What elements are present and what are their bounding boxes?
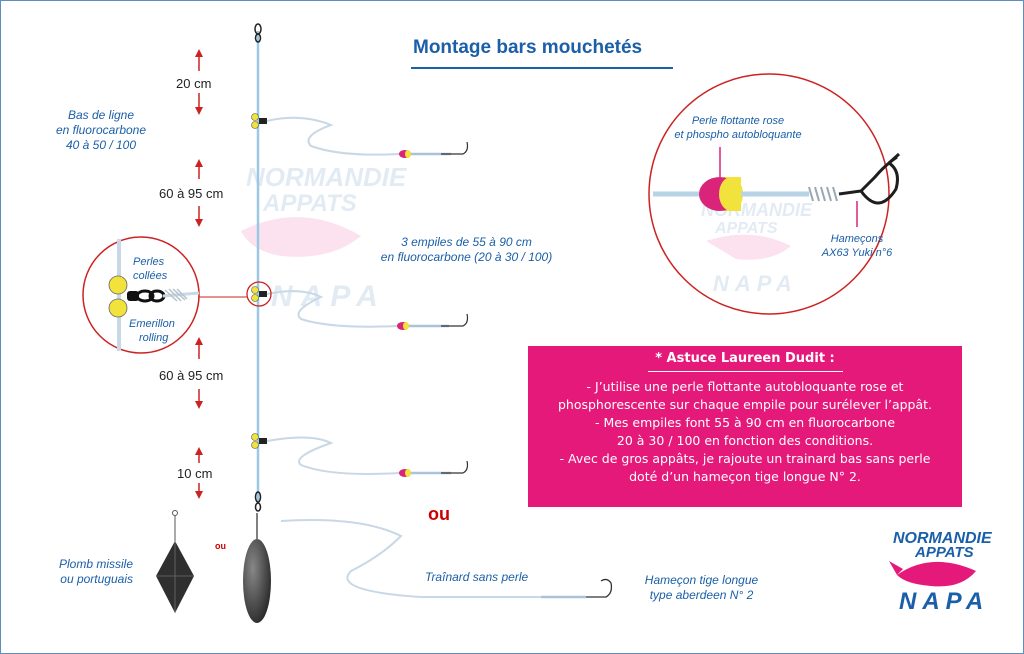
napa-logo: NORMANDIE APPATS NAPA — [889, 530, 993, 615]
trailer-line — [280, 519, 613, 599]
swivel-zoom — [82, 236, 200, 354]
tip-box: * Astuce Laureen Dudit : - J’utilise une… — [528, 346, 962, 507]
tip-divider — [647, 371, 843, 372]
missile-sinker-label: Plomb missile ou portuguais — [58, 557, 133, 586]
top-swivel — [254, 23, 262, 43]
bottom-swivel — [254, 491, 262, 512]
snood-1 — [251, 113, 469, 158]
tip-line: doté d’un hameçon tige longue N° 2. — [629, 469, 861, 484]
svg-text:NORMANDIE: NORMANDIE — [246, 162, 407, 192]
egg-sinker — [243, 539, 271, 623]
tip-title: * Astuce Laureen Dudit : — [655, 351, 835, 366]
missile-sinker — [156, 510, 194, 613]
tip-line: - Mes empiles font 55 à 90 cm en fluoroc… — [594, 415, 896, 430]
glued-beads-label: Perles collées — [133, 256, 168, 282]
watermark-logo: NORMANDIE APPATS NAPA — [241, 162, 407, 313]
yuki-hook-label: Hameçons AX63 Yuki n°6 — [821, 233, 893, 259]
svg-text:NAPA: NAPA — [271, 280, 386, 313]
long-shank-hook-label: Hameçon tige longue type aberdeen N° 2 — [644, 573, 759, 602]
snoods-label: 3 empiles de 55 à 90 cm en fluorocarbone… — [380, 235, 553, 264]
bead-zoom: NORMANDIE APPATS NAPA — [648, 73, 901, 315]
snood-3 — [251, 433, 469, 477]
or-large-label: ou — [428, 504, 450, 524]
tip-line: phosphorescente sur chaque empile pour s… — [557, 397, 933, 412]
svg-text:NAPA: NAPA — [713, 271, 798, 296]
svg-text:APPATS: APPATS — [914, 544, 974, 561]
tip-line: - J’utilise une perle flottante autobloq… — [586, 379, 904, 394]
dimension-label-10cm: 10 cm — [177, 466, 213, 481]
tip-line: 20 à 30 / 100 en fonction des conditions… — [616, 433, 874, 448]
svg-text:NAPA: NAPA — [899, 588, 989, 615]
dimension-arrows — [195, 49, 203, 499]
dimension-label-60-95-bottom: 60 à 95 cm — [159, 368, 224, 383]
page-title: Montage bars mouchetés — [413, 37, 643, 58]
leader-line-label: Bas de ligne en fluorocarbone 40 à 50 / … — [55, 108, 147, 152]
or-small-label: ou — [215, 541, 226, 551]
svg-text:APPATS: APPATS — [714, 220, 778, 237]
svg-text:APPATS: APPATS — [262, 190, 357, 217]
tip-line: - Avec de gros appâts, je rajoute un tra… — [559, 451, 931, 466]
rolling-swivel-label: Emerillon rolling — [129, 318, 175, 344]
zoom-marker — [246, 281, 272, 307]
floating-bead-label: Perle flottante rose et phospho autobloq… — [674, 115, 802, 141]
title-underline — [411, 67, 673, 69]
trailer-label: Traînard sans perle — [425, 570, 529, 584]
snood-2 — [251, 286, 469, 330]
dimension-label-20cm: 20 cm — [176, 76, 212, 91]
svg-text:NORMANDIE: NORMANDIE — [893, 530, 993, 547]
dimension-label-60-95-top: 60 à 95 cm — [159, 186, 224, 201]
